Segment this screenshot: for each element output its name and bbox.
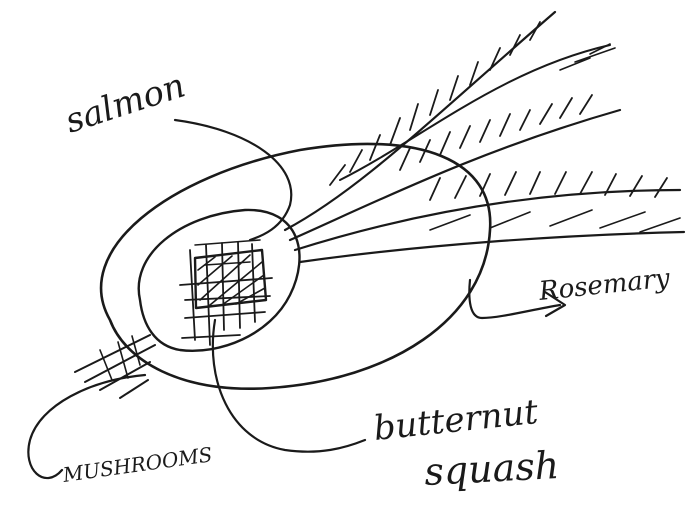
label-butternut: butternut [372, 392, 540, 449]
label-squash: squash [423, 443, 560, 494]
label-rosemary: Rosemary [537, 263, 672, 307]
plate-inner-ellipse [139, 210, 300, 351]
plate-outer-ellipse [101, 144, 490, 389]
label-mushrooms: MUSHROOMS [60, 442, 213, 487]
label-salmon: salmon [60, 65, 190, 141]
rosemary-sprigs [285, 12, 684, 262]
